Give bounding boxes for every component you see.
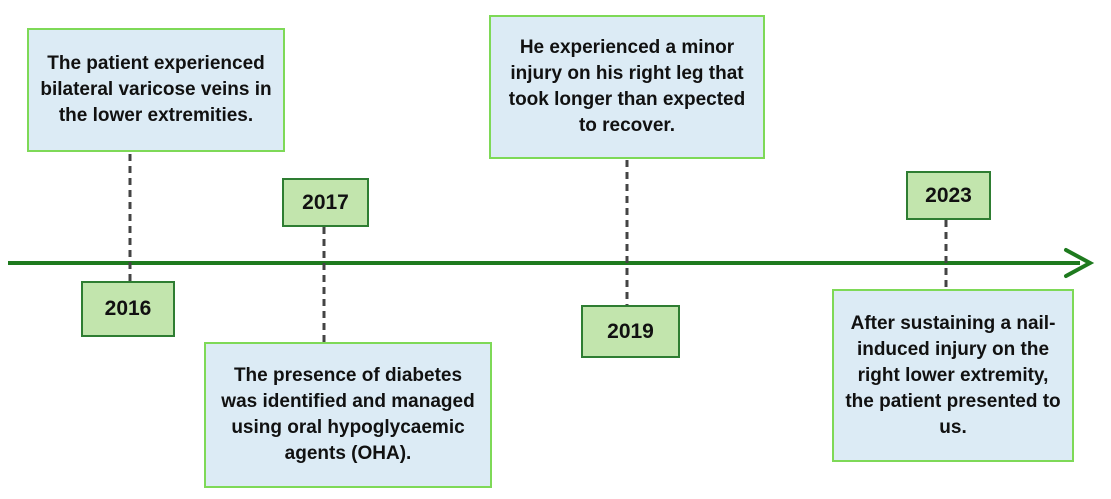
- year-label-2023: 2023: [906, 171, 991, 220]
- year-label-2016: 2016: [81, 281, 175, 337]
- year-label-2019: 2019: [581, 305, 680, 358]
- timeline-arrowhead-icon: [1064, 248, 1095, 278]
- event-box-2017: The presence of diabetes was identified …: [204, 342, 492, 488]
- event-box-2016: The patient experienced bilateral varico…: [27, 28, 285, 152]
- event-box-2019: He experienced a minor injury on his rig…: [489, 15, 765, 159]
- event-box-2023: After sustaining a nail-induced injury o…: [832, 289, 1074, 462]
- year-label-2017: 2017: [282, 178, 369, 227]
